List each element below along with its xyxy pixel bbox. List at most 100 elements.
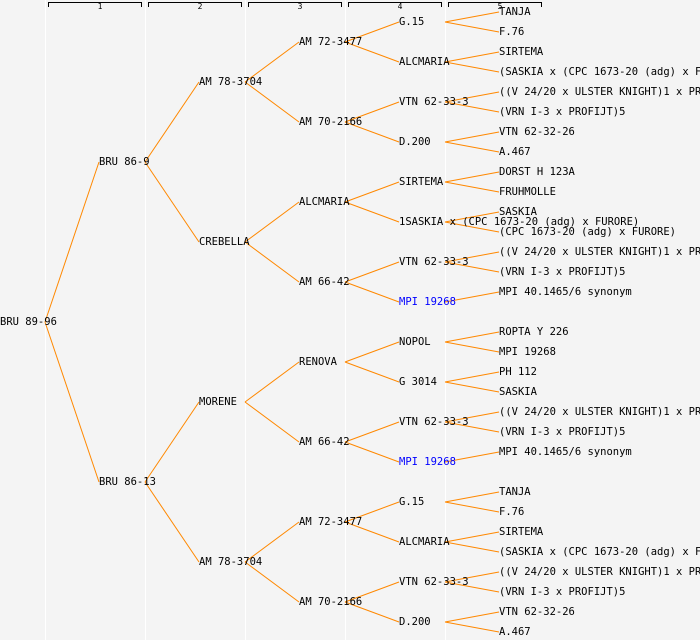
pedigree-node: D.200: [399, 616, 431, 628]
pedigree-node: MORENE: [199, 396, 237, 408]
pedigree-node: (SASKIA x (CPC 1673-20 (adg) x FUR: [499, 546, 700, 558]
pedigree-node: ALCMARIA: [299, 196, 350, 208]
pedigree-connector: [444, 21, 500, 33]
generation-number: 2: [197, 2, 203, 11]
pedigree-connector: [444, 181, 500, 193]
pedigree-node: ALCMARIA: [399, 536, 450, 548]
column-separator: [445, 0, 446, 640]
pedigree-connector: [344, 581, 400, 603]
pedigree-node: ((V 24/20 x ULSTER KNIGHT)1 x PROF: [499, 566, 700, 578]
pedigree-node: AM 70-2166: [299, 596, 363, 608]
pedigree-node: ((V 24/20 x ULSTER KNIGHT)1 x PROF: [499, 246, 700, 258]
pedigree-node: ((V 24/20 x ULSTER KNIGHT)1 x PROF: [499, 406, 700, 418]
pedigree-connector: [444, 261, 500, 273]
pedigree-link[interactable]: MPI 19268: [399, 456, 456, 468]
pedigree-connector: [344, 441, 400, 463]
pedigree-node: PH 112: [499, 366, 537, 378]
pedigree-connector: [444, 501, 500, 513]
pedigree-connector: [444, 621, 500, 633]
pedigree-node: AM 78-3704: [199, 556, 263, 568]
column-separator: [145, 0, 146, 640]
pedigree-connector: [444, 291, 500, 303]
pedigree-node: NOPOL: [399, 336, 431, 348]
pedigree-connector: [244, 41, 300, 83]
pedigree-node: MPI 40.1465/6 synonym: [499, 286, 632, 298]
pedigree-node: BRU 86-9: [99, 156, 150, 168]
pedigree-node: SIRTEMA: [499, 46, 544, 58]
pedigree-node: AM 72-3477: [299, 36, 363, 48]
pedigree-node: (VRN I-3 x PROFIJT)5: [499, 586, 626, 598]
pedigree-connector: [244, 81, 300, 123]
pedigree-node: BRU 89-96: [0, 316, 57, 328]
column-separator: [245, 0, 246, 640]
pedigree-node: VTN 62-33-3: [399, 416, 469, 428]
pedigree-node: MPI 40.1465/6 synonym: [499, 446, 632, 458]
pedigree-node: AM 66-42: [299, 276, 350, 288]
pedigree-node: SASKIA: [499, 206, 537, 218]
pedigree-connector: [444, 331, 500, 343]
pedigree-connector: [444, 131, 500, 143]
pedigree-node: SIRTEMA: [499, 526, 544, 538]
pedigree-connector: [444, 581, 500, 593]
pedigree-connector: [244, 361, 300, 403]
pedigree-connector: [344, 261, 400, 283]
pedigree-connector: [344, 421, 400, 443]
pedigree-connector: [344, 101, 400, 123]
pedigree-node: D.200: [399, 136, 431, 148]
pedigree-connector: [244, 561, 300, 603]
pedigree-connector: [444, 571, 500, 583]
pedigree-connector: [144, 81, 200, 163]
pedigree-node: A.467: [499, 146, 531, 158]
pedigree-node: AM 78-3704: [199, 76, 263, 88]
pedigree-link[interactable]: MPI 19268: [399, 296, 456, 308]
pedigree-node: (VRN I-3 x PROFIJT)5: [499, 426, 626, 438]
pedigree-node: G.15: [399, 496, 425, 508]
pedigree-node: AM 72-3477: [299, 516, 363, 528]
pedigree-connector: [444, 531, 500, 543]
pedigree-connector: [444, 171, 500, 183]
pedigree-connector: [444, 451, 500, 463]
pedigree-node: TANJA: [499, 6, 531, 18]
pedigree-node: (VRN I-3 x PROFIJT)5: [499, 266, 626, 278]
pedigree-connector: [444, 11, 500, 23]
pedigree-node: (SASKIA x (CPC 1673-20 (adg) x FUR: [499, 66, 700, 78]
pedigree-connector: [344, 341, 400, 363]
pedigree-connector: [444, 611, 500, 623]
pedigree-node: VTN 62-32-26: [499, 126, 575, 138]
pedigree-connector: [244, 521, 300, 563]
pedigree-connector: [344, 121, 400, 143]
pedigree-node: ((V 24/20 x ULSTER KNIGHT)1 x PROF: [499, 86, 700, 98]
pedigree-node: 1SASKIA x (CPC 1673-20 (adg) x FURORE): [399, 216, 640, 228]
generation-bracket: [348, 2, 442, 7]
pedigree-node: VTN 62-33-3: [399, 576, 469, 588]
pedigree-connector: [444, 381, 500, 393]
pedigree-connector: [244, 201, 300, 243]
pedigree-node: (CPC 1673-20 (adg) x FURORE): [499, 226, 677, 238]
pedigree-connector: [144, 481, 200, 563]
pedigree-connector: [344, 601, 400, 623]
pedigree-node: SIRTEMA: [399, 176, 444, 188]
generation-bracket: [248, 2, 342, 7]
pedigree-connector: [444, 411, 500, 423]
pedigree-node: MPI 19268: [499, 346, 556, 358]
pedigree-node: F.76: [499, 26, 525, 38]
pedigree-node: ROPTA Y 226: [499, 326, 569, 338]
pedigree-connector: [44, 161, 100, 323]
generation-number: 1: [97, 2, 103, 11]
generation-bracket: [48, 2, 142, 7]
pedigree-connector: [444, 251, 500, 263]
pedigree-connector: [444, 61, 500, 73]
generation-number: 4: [397, 2, 403, 11]
generation-number: 5: [497, 2, 503, 11]
pedigree-node: (VRN I-3 x PROFIJT)5: [499, 106, 626, 118]
pedigree-node: RENOVA: [299, 356, 337, 368]
pedigree-connector: [444, 541, 500, 553]
pedigree-connector: [444, 101, 500, 113]
pedigree-connector: [344, 21, 400, 43]
pedigree-connector: [444, 91, 500, 103]
pedigree-connector: [244, 401, 300, 443]
pedigree-node: CREBELLA: [199, 236, 250, 248]
pedigree-node: G.15: [399, 16, 425, 28]
pedigree-node: G 3014: [399, 376, 437, 388]
